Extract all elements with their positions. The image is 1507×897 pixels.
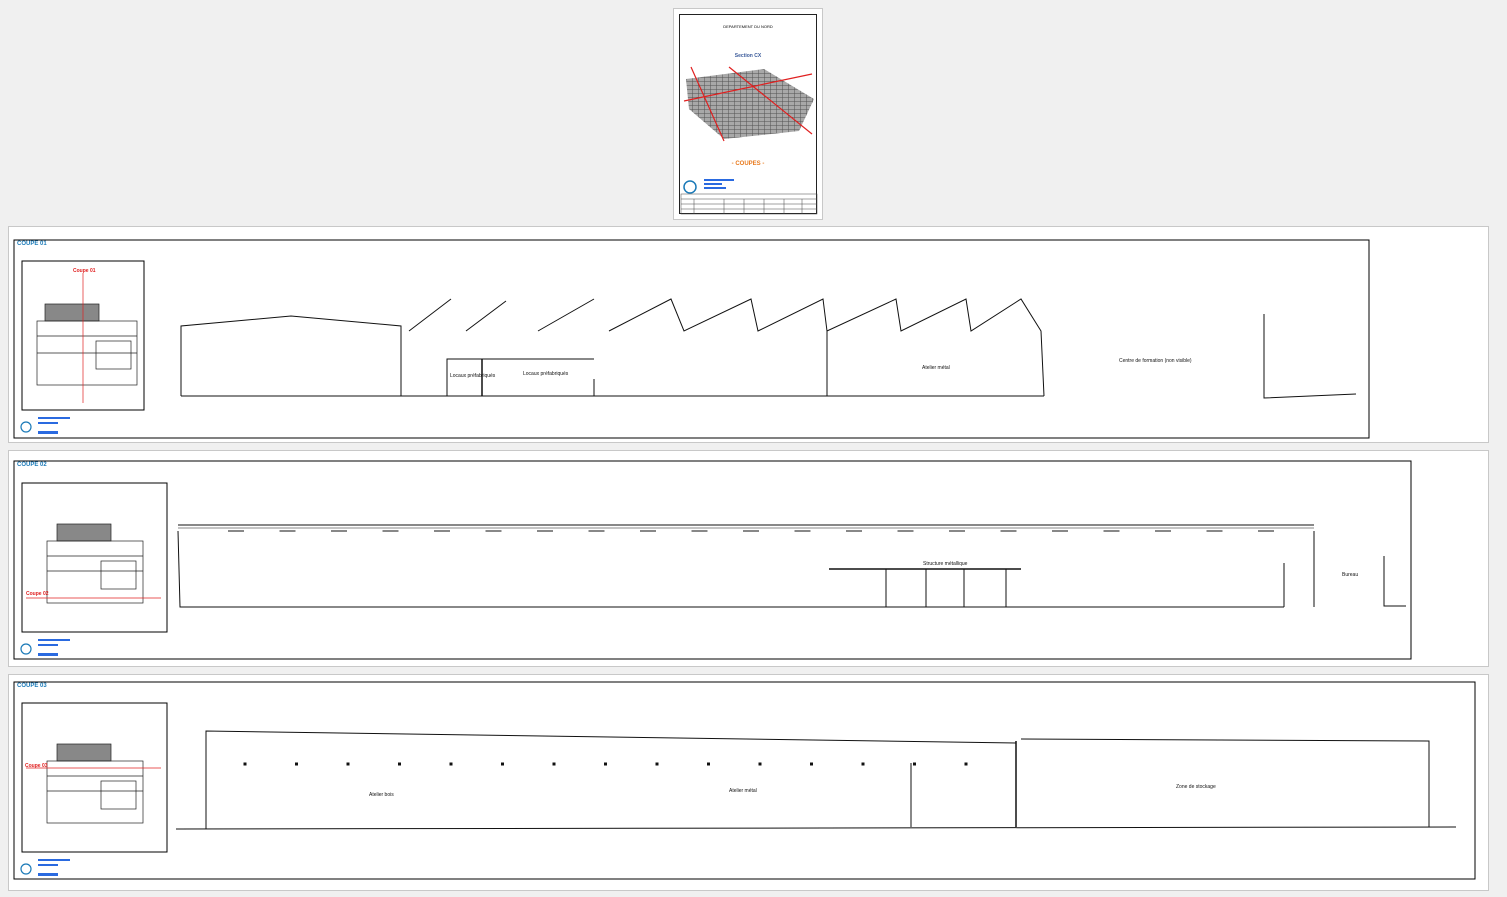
column-mark <box>295 762 298 766</box>
column-mark <box>861 762 865 766</box>
section-lines <box>177 524 1406 608</box>
key-plan-label: Coupe 02 <box>26 591 49 597</box>
company-logo <box>20 643 32 655</box>
sheet-title: COUPE 02 <box>17 462 47 468</box>
cover-frame <box>679 14 817 214</box>
column-mark <box>810 762 813 766</box>
column-mark <box>243 762 247 766</box>
section-line <box>728 66 813 135</box>
column-mark <box>707 762 710 766</box>
section-lines <box>180 298 1357 399</box>
room-label: Locaux préfabriqués <box>523 371 569 377</box>
room-label: Atelier bois <box>369 792 394 798</box>
pdf-page-coupe-01[interactable]: COUPE 01 Coupe 01 Locaux préfabriqués Lo… <box>8 226 1489 443</box>
column-mark <box>501 762 504 766</box>
company-logo <box>683 180 697 194</box>
room-label: Centre de formation (non visible) <box>1119 358 1192 364</box>
column-mark <box>655 762 659 766</box>
section-line <box>690 66 725 142</box>
column-mark <box>552 762 556 766</box>
pdf-page-coupe-03[interactable]: COUPE 03 Coupe 03 Atelier bois Atelier m… <box>8 674 1489 891</box>
key-plan <box>36 273 138 403</box>
pdf-page-coupe-02[interactable]: COUPE 02 Coupe 02 Structure métallique B… <box>8 450 1489 667</box>
key-plan-frame <box>21 260 145 411</box>
sheet-title: COUPE 03 <box>17 683 47 689</box>
room-label: Atelier métal <box>922 365 950 371</box>
key-plan <box>26 523 161 604</box>
column-mark <box>346 762 350 766</box>
pdf-page-cover[interactable]: DEPARTEMENT DU NORD Section CX - COUPES … <box>673 8 823 220</box>
room-label: Structure métallique <box>923 561 968 567</box>
key-plan-frame <box>21 482 168 633</box>
company-logo <box>20 863 32 875</box>
cover-3d-view <box>680 66 818 215</box>
column-mark <box>913 762 916 766</box>
section-drawing-03: Coupe 03 Atelier bois Atelier métal Zone… <box>13 681 1476 880</box>
room-label: Bureau <box>1342 572 1358 578</box>
cover-title: - COUPES - <box>731 161 765 167</box>
sheet-frame <box>13 681 1476 880</box>
key-plan <box>26 743 161 824</box>
key-plan-label: Coupe 01 <box>73 268 96 274</box>
column-mark <box>604 762 607 766</box>
company-logo <box>20 421 32 433</box>
room-label: Atelier métal <box>729 788 757 794</box>
cover-department: DEPARTEMENT DU NORD <box>723 24 773 29</box>
column-mark <box>398 762 401 766</box>
column-mark <box>964 762 968 766</box>
room-label: Zone de stockage <box>1176 784 1216 790</box>
section-lines <box>175 730 1457 830</box>
title-block <box>680 193 818 215</box>
key-plan-frame <box>21 702 168 853</box>
column-mark <box>449 762 453 766</box>
key-plan-label: Coupe 03 <box>25 763 48 769</box>
section-drawing-01: Coupe 01 Locaux préfabriqués Locaux préf… <box>13 239 1370 439</box>
sheet-title: COUPE 01 <box>17 241 47 247</box>
room-label: Locaux préfabriqués <box>450 373 496 379</box>
sheet-frame <box>13 460 1412 660</box>
sheet-frame <box>13 239 1370 439</box>
cover-section: Section CX <box>734 53 762 59</box>
section-line <box>683 73 813 102</box>
vertical-scrollbar[interactable] <box>1497 0 1507 897</box>
column-mark <box>758 762 762 766</box>
section-drawing-02: Coupe 02 Structure métallique Bureau <box>13 460 1412 660</box>
